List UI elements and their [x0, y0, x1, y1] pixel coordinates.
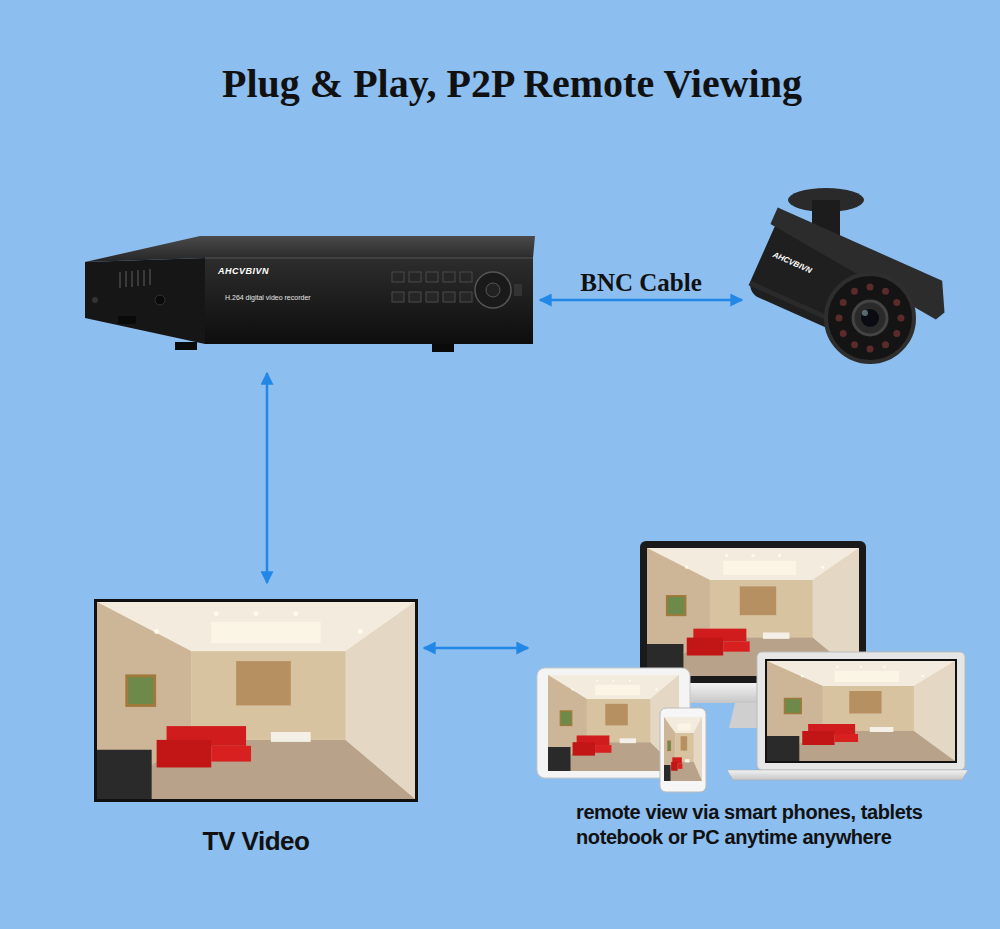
dvr-drawing — [205, 258, 533, 259]
diagram-title: Plug & Play, P2P Remote Viewing — [222, 60, 802, 107]
tv-screen — [94, 599, 418, 802]
camera-drawing — [853, 301, 887, 335]
dvr-drawing — [125, 271, 127, 287]
device-drawings — [548, 675, 679, 771]
device-drawings — [757, 652, 965, 770]
camera-drawing — [861, 309, 879, 327]
device-drawings — [727, 770, 968, 780]
brand-logo: AHCVBIVN — [771, 250, 813, 275]
camera-drawing — [862, 310, 868, 316]
dvr-unit: AHCVBIVN H.264 digital video recorder — [85, 236, 535, 348]
camera-drawing — [893, 299, 900, 306]
dvr-drawing — [475, 272, 511, 308]
device-caption: remote view via smart phones, tablets no… — [576, 800, 976, 850]
camera-drawing — [826, 274, 914, 362]
dvr-drawing — [432, 344, 454, 352]
viewing-devices: remote view via smart phones, tablets no… — [533, 538, 980, 863]
dvr-drawing — [119, 272, 121, 288]
device-drawings — [765, 659, 957, 763]
dvr-drawing — [137, 270, 139, 286]
camera-drawing — [851, 288, 858, 295]
dvr-drawing — [392, 292, 404, 302]
camera-drawing — [898, 315, 905, 322]
dvr-drawing — [443, 292, 455, 302]
dvr-drawing — [143, 270, 145, 286]
dvr-drawing — [120, 269, 150, 288]
dvr-drawing — [409, 292, 421, 302]
camera-drawing — [893, 330, 900, 337]
camera-drawing — [851, 341, 858, 348]
tv-screen — [94, 599, 418, 802]
device-drawings — [767, 661, 955, 761]
dvr-drawing — [426, 292, 438, 302]
device-drawings — [660, 708, 706, 792]
camera-drawing — [867, 284, 874, 291]
device-drawings — [537, 541, 968, 792]
dvr-drawing — [85, 236, 535, 262]
camera-unit: AHCVBIVN — [745, 190, 955, 380]
dvr-drawing — [443, 272, 455, 282]
tv-screen — [97, 602, 415, 799]
dvr-drawing — [175, 342, 197, 350]
camera-drawing — [840, 330, 847, 337]
camera-drawing — [882, 288, 889, 295]
camera-drawing — [741, 188, 956, 369]
bidirectional-arrow — [540, 299, 742, 302]
brand-logo: AHCVBIVN — [218, 266, 269, 276]
bidirectional-arrow — [424, 647, 528, 650]
camera-drawing — [867, 346, 874, 353]
bidirectional-arrow — [266, 373, 269, 583]
dvr-drawing — [514, 284, 522, 296]
camera-drawing — [741, 208, 956, 370]
camera-drawing — [882, 341, 889, 348]
device-label: TV Video — [203, 826, 310, 857]
dvr-drawing — [205, 258, 533, 344]
dvr-drawing — [131, 271, 133, 287]
tv-monitor: TV Video — [93, 598, 419, 861]
model-label: H.264 digital video recorder — [225, 294, 311, 301]
dvr-drawing — [486, 283, 500, 297]
dvr-drawing — [149, 269, 151, 285]
dvr-drawing — [155, 295, 165, 305]
dvr-drawing — [460, 292, 472, 302]
dvr-drawing — [118, 316, 136, 324]
cable-label: BNC Cable — [580, 269, 702, 297]
dvr-drawing — [85, 236, 535, 352]
dvr-drawing — [392, 272, 472, 302]
dvr-drawing — [92, 297, 98, 303]
camera-drawing — [840, 299, 847, 306]
device-drawings — [664, 717, 702, 781]
dvr-drawing — [426, 272, 438, 282]
dvr-drawing — [392, 272, 404, 282]
dvr-drawing — [85, 258, 205, 344]
dvr-drawing — [460, 272, 472, 282]
camera-drawing — [836, 315, 843, 322]
camera-drawing — [836, 284, 905, 353]
dvr-drawing — [409, 272, 421, 282]
